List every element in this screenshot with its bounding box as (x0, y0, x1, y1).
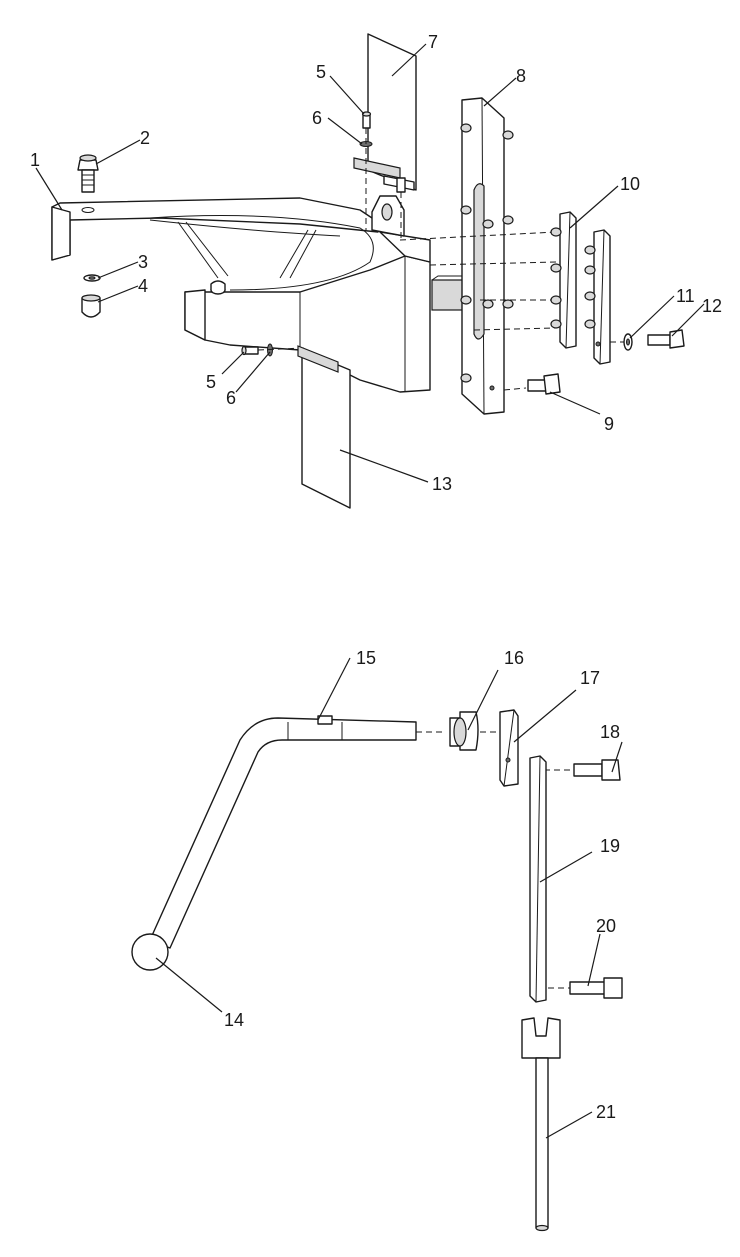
callout-19: 19 (600, 836, 620, 856)
part-9-bolt (527, 373, 561, 395)
leader-lines (35, 43, 705, 1139)
part-14-ball-knob (131, 933, 169, 971)
part-8-slotted-plate (460, 97, 514, 415)
callout-18: 18 (600, 722, 620, 742)
part-5-screw-lower (241, 345, 259, 356)
part-18-pin (573, 759, 621, 781)
callout-4: 4 (138, 276, 148, 296)
part-17-yoke-block (499, 709, 519, 787)
callout-9: 9 (604, 414, 614, 434)
callout-3: 3 (138, 252, 148, 272)
callout-7: 7 (428, 32, 438, 52)
callout-1: 1 (30, 150, 40, 170)
callout-21: 21 (596, 1102, 616, 1122)
callout-5-lower: 5 (206, 372, 216, 392)
callout-6-lower: 6 (226, 388, 236, 408)
part-12-bolt (647, 329, 685, 349)
callout-16: 16 (504, 648, 524, 668)
part-4-nut (81, 294, 101, 318)
part-20-bolt (569, 977, 623, 999)
callout-11: 11 (676, 286, 695, 306)
callout-14: 14 (224, 1010, 244, 1030)
callout-13: 13 (432, 474, 452, 494)
part-15-handle-rod (149, 715, 417, 949)
callout-20: 20 (596, 916, 616, 936)
part-10-clamp-bars (550, 211, 611, 365)
callout-15: 15 (356, 648, 376, 668)
callout-17: 17 (580, 668, 600, 688)
part-3-washer (83, 274, 101, 282)
part-11-washer (623, 333, 633, 351)
callout-6-upper: 6 (312, 108, 322, 128)
part-16-bushing (449, 711, 479, 751)
callout-8: 8 (516, 66, 526, 86)
part-19-flat-bar (529, 755, 547, 1003)
part-13-lower-plate (297, 345, 351, 509)
part-1-bracket-frame (51, 195, 476, 393)
callout-10: 10 (620, 174, 640, 194)
part-21-fork-rod (521, 1017, 561, 1232)
callout-12: 12 (702, 296, 722, 316)
part-5-screw-upper (361, 111, 372, 129)
callout-2: 2 (140, 128, 150, 148)
callout-labels: 1 2 3 4 5 6 7 8 9 10 11 12 5 6 13 14 15 … (30, 32, 722, 1122)
callout-5-upper: 5 (316, 62, 326, 82)
part-2-bolt (77, 154, 99, 193)
